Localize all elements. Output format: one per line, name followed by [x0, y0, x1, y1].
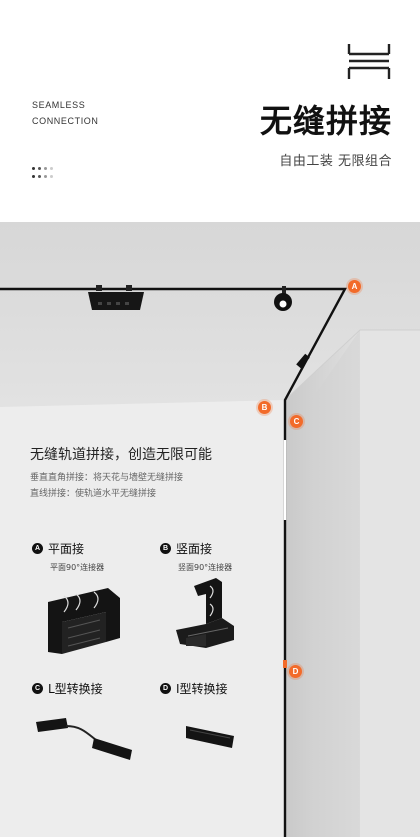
- decorative-dots-row1: [32, 167, 58, 171]
- intro-line2: 直线拼接：使轨道水平无缝拼接: [30, 489, 157, 499]
- item-c-title: C L型转换接: [32, 680, 103, 697]
- page-subtitle: 自由工装 无限组合: [279, 154, 392, 169]
- item-a-title: A 平面接: [32, 540, 84, 557]
- item-a-label: 平面接: [48, 542, 85, 556]
- room-scene: A B C D 无缝轨道拼接，创造无限可能 垂直直角拼接：将天花与墙壁无缝拼接 …: [0, 222, 420, 837]
- marker-b: B: [258, 401, 271, 414]
- vertical-corner-connector-icon: [176, 578, 234, 648]
- angled-spotlight-fixture-icon: [296, 353, 310, 369]
- page-title: 无缝拼接: [259, 102, 392, 140]
- item-b-subtitle: 竖面90°连接器: [178, 563, 233, 572]
- english-tagline-line2: CONNECTION: [32, 116, 99, 126]
- marker-d: D: [289, 665, 302, 678]
- intro-line1: 垂直直角拼接：将天花与墙壁无缝拼接: [30, 473, 184, 483]
- marker-c: C: [290, 415, 303, 428]
- flat-corner-connector-icon: [48, 588, 120, 654]
- room-illustration: [0, 222, 420, 837]
- item-a-badge: A: [32, 543, 43, 554]
- item-d-badge: D: [160, 683, 171, 694]
- item-b-badge: B: [160, 543, 171, 554]
- i-type-straight-connector-icon: [186, 726, 234, 748]
- item-c-label: L型转换接: [48, 682, 103, 696]
- linear-spotlight-fixture-icon: [88, 285, 144, 310]
- l-type-flexible-connector-icon: [36, 718, 132, 760]
- connector-symbol-icon: [347, 44, 391, 79]
- english-tagline-line1: SEAMLESS: [32, 100, 86, 110]
- item-b-title: B 竖面接: [160, 540, 212, 557]
- item-b-label: 竖面接: [176, 542, 213, 556]
- decorative-dots-row2: [32, 175, 58, 179]
- item-c-badge: C: [32, 683, 43, 694]
- marker-a: A: [348, 280, 361, 293]
- header-section: SEAMLESS CONNECTION 无缝拼接 自由工装 无限组合: [0, 0, 420, 222]
- item-d-label: I型转换接: [176, 682, 228, 696]
- item-a-subtitle: 平面90°连接器: [50, 563, 105, 572]
- item-d-title: D I型转换接: [160, 680, 228, 697]
- intro-headline: 无缝轨道拼接，创造无限可能: [30, 447, 212, 463]
- round-spotlight-fixture-icon: [274, 286, 292, 311]
